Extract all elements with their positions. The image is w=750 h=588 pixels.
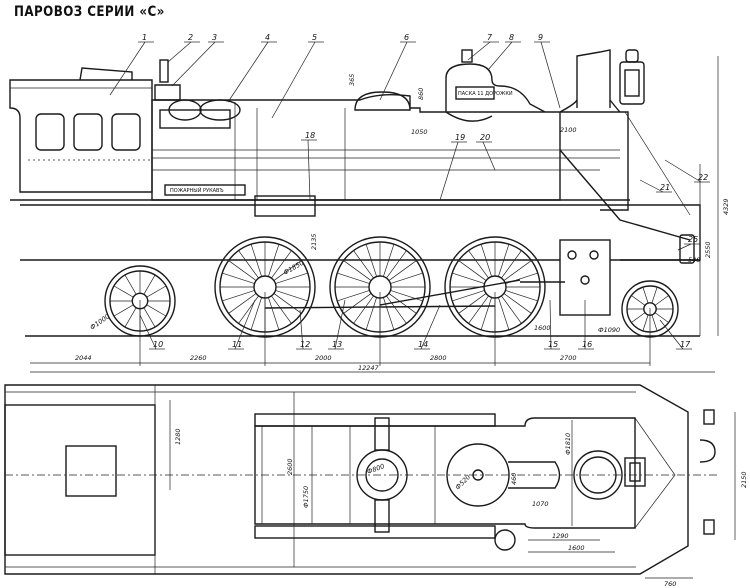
callout-leader [109,41,146,96]
callout-number: 4 [265,33,270,42]
callout-leader [227,41,269,103]
steam-dome [354,91,411,111]
dim-cab-gap: 365 [348,74,356,86]
callout-number: 12 [300,340,310,349]
plan-dim-l: 760 [664,580,676,588]
plan-dim-k: 2150 [740,471,748,488]
plan-dim-i: 1290 [552,532,569,540]
plan-dim-d: Ф800 [366,462,386,476]
dim-pony-off: 1600 [534,324,551,332]
callout-leader [139,314,157,350]
callout-leader [677,243,692,251]
callout-number: 5 [312,33,317,42]
drawing-title: ПАРОВОЗ СЕРИИ «С» [14,4,165,20]
dim-d3: 2000 [315,354,332,362]
callout-leader [540,41,561,109]
boiler: ПОЖАРНЫЙ РУКАВЪ [151,93,620,217]
buffer-top [703,409,715,425]
callout-leader [307,139,311,201]
callout-leader [467,41,491,61]
callout-number: 1 [142,33,147,42]
headlamp [619,49,645,105]
callout-leader [234,299,256,350]
smokestack [559,49,621,113]
dim-d1: 2044 [75,354,92,362]
plan-dim-j: 1600 [568,544,585,552]
callout-leader [271,41,316,119]
dim-wheel-trailing: Ф1000 [89,312,112,331]
callout-leader [334,299,346,350]
dim-total: 12247 [358,364,380,372]
callout-leader [639,179,664,193]
plan-dim-f: 460 [510,473,518,485]
callout-leader [299,309,304,350]
cab [9,67,153,193]
callout-leader [659,319,684,350]
callout-number: 9 [538,33,543,42]
callout-leader [482,141,496,171]
dim-dome-w: 1050 [411,128,428,136]
callout-number: 10 [153,340,163,349]
callout-number: 7 [487,33,493,42]
dim-d2: 2260 [190,354,207,362]
dim-wheel-driver: Ф1850 [282,259,305,277]
coupler-hook [699,439,716,463]
callout-number: 18 [305,131,315,140]
dim-dome-h: 860 [417,88,425,100]
callout-number: 21 [660,183,670,192]
callout-number: 14 [418,340,428,349]
dim-stack: 2100 [560,126,577,134]
sandbox-plate: ПАСКА 11 ДОРОЖКИ [458,91,513,97]
plan-dim-h: Ф1810 [564,433,572,455]
buffer-bottom [703,519,715,535]
callout-leader [664,159,702,183]
callout-number: 2 [188,33,193,42]
driving-wheel [444,236,546,338]
callout-number: 3 [212,33,217,42]
callout-leader [487,41,513,71]
callout-number: 15 [548,340,558,349]
plan-view: 1280 2600 Ф1750 Ф800 Ф520 460 1070 Ф1810… [4,384,748,588]
callout-number: 22 [698,173,708,182]
callout-number: 11 [232,340,242,349]
plan-dim-a: 1280 [174,428,182,445]
dim-h-total: 4329 [722,198,730,215]
sand-dome: ПАСКА 11 ДОРОЖКИ [445,49,546,122]
callout-leader [420,304,441,350]
dim-h-boiler: 2135 [310,233,318,250]
callout-leader [167,41,192,63]
dim-d4: 2800 [430,354,447,362]
callout-number: 19 [455,133,465,142]
callout-number: 17 [680,340,691,349]
callout-number: 25 [688,235,698,244]
plan-dim-e: Ф520 [454,473,472,491]
dim-wheel-pony: Ф1090 [598,326,620,334]
callout-leader [439,141,459,201]
plan-dim-g: 1070 [532,500,549,508]
side-elevation: ПОЖАРНЫЙ РУКАВЪ ПАСКА 11 ДОРОЖКИ [9,49,701,338]
dim-buffer: 548 [688,256,700,264]
plan-dim-b: 2600 [286,458,294,475]
fire-hose-plate: ПОЖАРНЫЙ РУКАВЪ [170,187,224,194]
dim-h-axis: 2550 [704,241,712,258]
callout-leader [379,41,408,101]
connecting-rod [379,279,521,306]
callout-number: 20 [480,133,490,142]
callout-number: 13 [332,340,342,349]
callout-leader [171,41,216,87]
callout-leader [549,299,552,350]
callout-number: 8 [509,33,514,42]
whistle [159,59,169,83]
plan-dim-c: Ф1750 [302,486,310,508]
callout-number: 6 [404,33,409,42]
callout-number: 16 [582,340,592,349]
dim-d5: 2700 [560,354,577,362]
